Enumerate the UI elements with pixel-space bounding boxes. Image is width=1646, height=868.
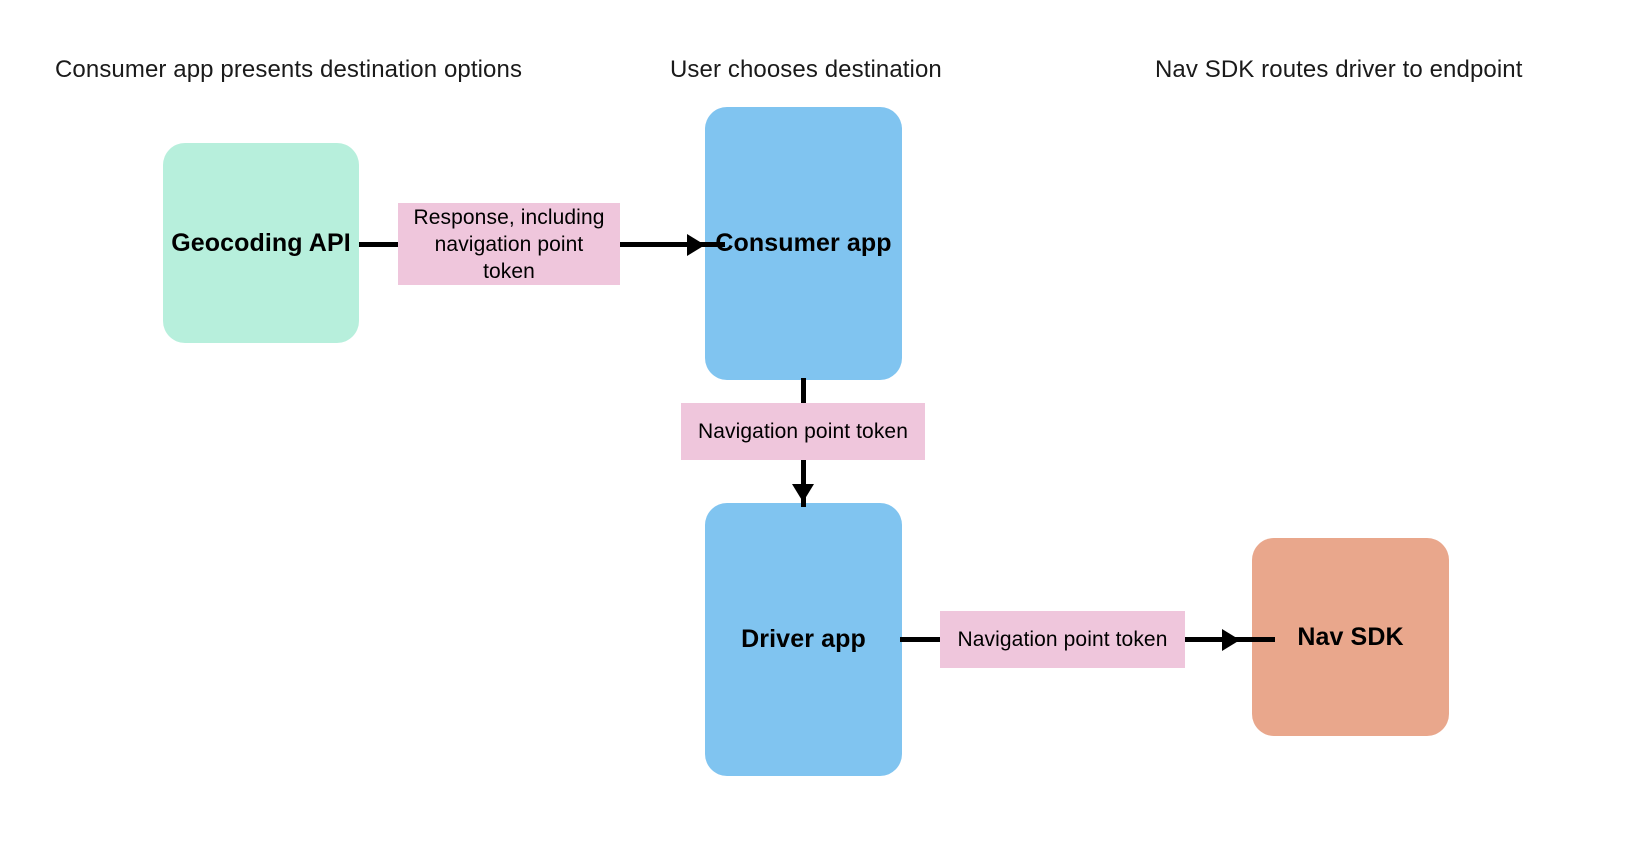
node-driver-app-label: Driver app xyxy=(741,625,866,653)
connector-driver-app-to-nav-token-label xyxy=(900,637,946,642)
edge-label-response-including-navigation-point-token: Response, including navigation point tok… xyxy=(398,203,620,285)
arrowhead-to-nav-sdk xyxy=(1222,629,1240,651)
edge-label-navigation-point-token-driver-to-navsdk: Navigation point token xyxy=(940,611,1185,668)
edge-label-response-text: Response, including navigation point tok… xyxy=(413,205,605,283)
connector-geocoding-to-response-label xyxy=(359,242,401,247)
column-heading-user-chooses: User chooses destination xyxy=(670,56,942,83)
connector-nav-token-label-to-driver-app xyxy=(801,455,806,507)
node-consumer-app[interactable]: Consumer app xyxy=(705,107,902,380)
connector-response-label-to-consumer-app xyxy=(618,242,725,247)
edge-label-navigation-point-token-text-2: Navigation point token xyxy=(957,628,1168,651)
edge-label-navigation-point-token-text-1: Navigation point token xyxy=(697,420,908,443)
column-heading-consumer-app-presents: Consumer app presents destination option… xyxy=(55,56,523,83)
edge-label-navigation-point-token-consumer-to-driver: Navigation point token xyxy=(681,403,925,460)
node-nav-sdk[interactable]: Nav SDK xyxy=(1252,538,1449,736)
column-heading-nav-sdk-routes: Nav SDK routes driver to endpoint xyxy=(1155,56,1523,83)
arrowhead-to-consumer-app xyxy=(687,234,705,256)
node-geocoding-api-label: Geocoding API xyxy=(171,228,351,257)
node-nav-sdk-label: Nav SDK xyxy=(1297,622,1404,651)
arrowhead-to-driver-app xyxy=(792,484,814,502)
connector-consumer-app-to-nav-token-label xyxy=(801,378,806,408)
node-consumer-app-label: Consumer app xyxy=(715,229,892,257)
node-geocoding-api[interactable]: Geocoding API xyxy=(163,143,359,343)
node-driver-app[interactable]: Driver app xyxy=(705,503,902,776)
